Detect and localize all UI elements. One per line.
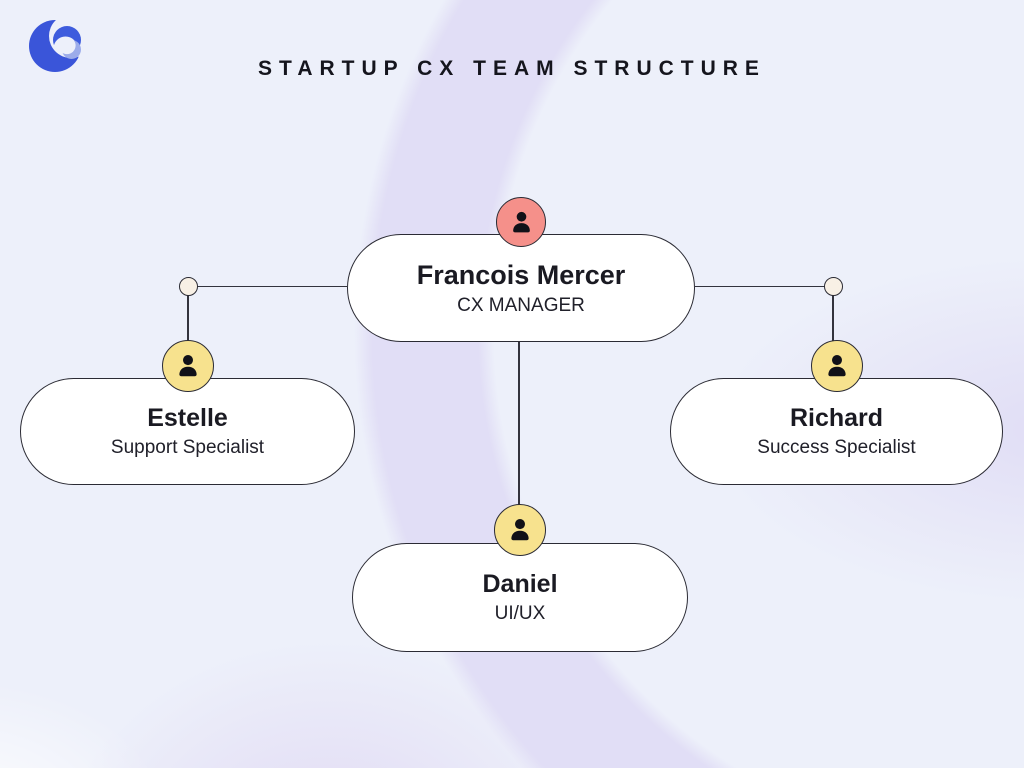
connector-left-horizontal xyxy=(188,286,347,288)
node-card: Daniel UI/UX xyxy=(352,543,688,652)
person-icon xyxy=(512,211,530,232)
member-avatar xyxy=(494,504,546,556)
crescent-logo-icon xyxy=(29,20,81,72)
member-avatar xyxy=(810,340,863,392)
connector-center-vertical xyxy=(518,342,520,507)
junction-dot-right xyxy=(824,277,843,296)
node-role: CX MANAGER xyxy=(457,295,585,317)
member-avatar xyxy=(161,340,214,392)
node-role: Success Specialist xyxy=(757,436,916,458)
org-node-success-specialist[interactable]: Richard Success Specialist xyxy=(670,340,1003,485)
connector-right-horizontal xyxy=(695,286,833,288)
node-role: UI/UX xyxy=(494,602,546,624)
manager-avatar xyxy=(496,197,546,247)
org-node-cx-manager[interactable]: Francois Mercer CX MANAGER xyxy=(347,197,695,342)
node-name: Estelle xyxy=(147,403,228,432)
org-node-support-specialist[interactable]: Estelle Support Specialist xyxy=(20,340,355,485)
connector-left-vertical xyxy=(187,287,189,343)
node-role: Support Specialist xyxy=(110,436,265,458)
junction-dot-left xyxy=(179,277,198,296)
connector-right-vertical xyxy=(832,287,834,343)
node-card: Estelle Support Specialist xyxy=(20,378,355,485)
node-card: Francois Mercer CX MANAGER xyxy=(347,234,695,342)
person-icon xyxy=(511,519,529,541)
node-name: Richard xyxy=(789,403,884,432)
org-node-ui-ux[interactable]: Daniel UI/UX xyxy=(352,504,688,652)
node-name: Francois Mercer xyxy=(416,259,626,290)
person-icon xyxy=(178,355,197,377)
node-name: Daniel xyxy=(482,569,558,598)
node-card: Richard Success Specialist xyxy=(670,378,1003,485)
page-title: STARTUP CX TEAM STRUCTURE xyxy=(258,57,766,80)
person-icon xyxy=(827,355,846,377)
